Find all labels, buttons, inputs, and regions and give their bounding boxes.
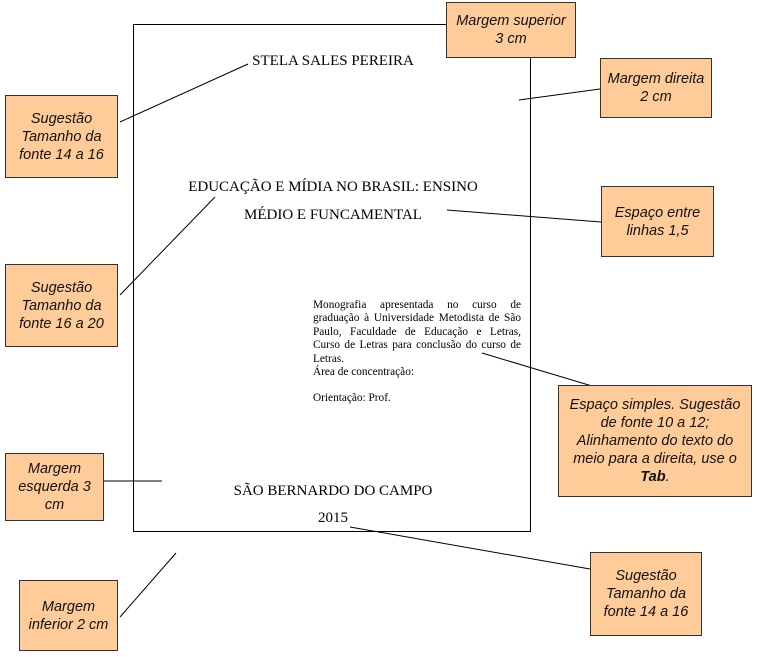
description-text: Monografia apresentada no curso de gradu… [313, 299, 521, 365]
callout-title-font: Sugestão Tamanho da fonte 16 a 20 [5, 264, 118, 347]
year: 2015 [318, 510, 348, 526]
connector [481, 352, 593, 387]
callout-line-spacing: Espaço entre linhas 1,5 [601, 186, 714, 257]
orientation-text: Orientação: Prof. [313, 392, 391, 405]
description-block: Monografia apresentada no curso de gradu… [313, 299, 521, 406]
callout-text: Sugestão Tamanho da fonte 14 a 16 [19, 110, 104, 163]
connector [119, 196, 216, 296]
connector [349, 526, 591, 570]
callout-text: Sugestão Tamanho da fonte 14 a 16 [603, 568, 689, 620]
document-page [133, 24, 531, 532]
connector [119, 63, 249, 123]
callout-top-margin: Margem superior 3 cm [446, 2, 576, 58]
callout-single-space: Espaço simples. Sugestão de fonte 10 a 1… [558, 385, 752, 497]
callout-left-margin: Margem esquerda 3 cm [5, 453, 104, 521]
callout-right-margin: Margem direita 2 cm [600, 58, 712, 118]
author-name: STELA SALES PEREIRA [252, 53, 414, 69]
connector [119, 552, 177, 618]
callout-text: Espaço simples. Sugestão de fonte 10 a 1… [569, 397, 741, 485]
callout-text: Sugestão Tamanho da fonte 16 a 20 [19, 279, 104, 332]
connector [446, 209, 602, 223]
callout-author-font: Sugestão Tamanho da fonte 14 a 16 [5, 95, 118, 178]
title-line-1: EDUCAÇÃO E MÍDIA NO BRASIL: ENSINO [188, 179, 478, 195]
callout-text-main: Espaço simples. Sugestão de fonte 10 a 1… [569, 397, 741, 467]
callout-text: Margem direita 2 cm [607, 71, 705, 105]
callout-bottom-font: Sugestão Tamanho da fonte 14 a 16 [590, 552, 702, 636]
city: SÃO BERNARDO DO CAMPO [233, 483, 433, 499]
callout-text-bold: Tab [640, 469, 666, 485]
callout-text: Margem esquerda 3 cm [18, 461, 91, 513]
callout-bottom-margin: Margem inferior 2 cm [19, 580, 118, 651]
callout-text: Margem superior 3 cm [456, 13, 566, 47]
connector [518, 88, 601, 101]
area-text: Área de concentração: [313, 366, 414, 379]
title-line-2: MÉDIO E FUNCAMENTAL [244, 207, 422, 223]
callout-text: Espaço entre linhas 1,5 [614, 204, 701, 239]
callout-text: Margem inferior 2 cm [28, 598, 109, 633]
